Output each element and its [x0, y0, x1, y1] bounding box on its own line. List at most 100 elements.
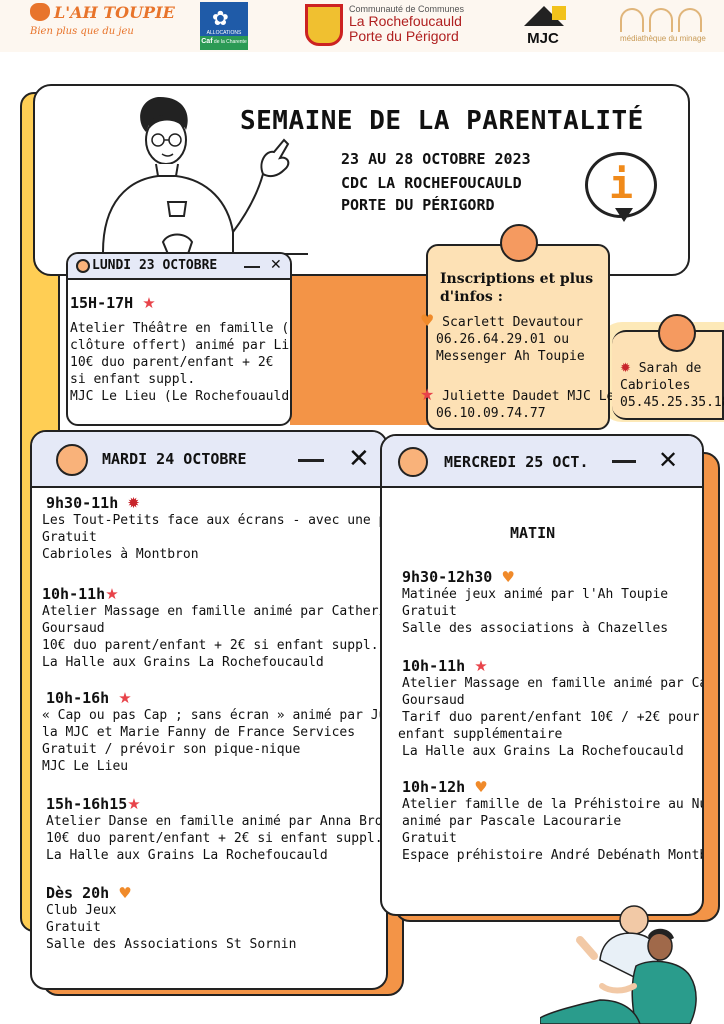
- heart-icon: ♥: [501, 568, 515, 586]
- mardi-title: MARDI 24 OCTOBRE: [102, 450, 247, 468]
- lundi-line3: 10€ duo parent/enfant + 2€: [70, 355, 274, 370]
- mercredi-subtitle: MATIN: [510, 524, 556, 542]
- mercredi-event2-line4: enfant supplémentaire: [398, 727, 563, 742]
- mardi-event2-line4: La Halle aux Grains La Rochefoucauld: [42, 655, 324, 670]
- mardi-event2-line1: Atelier Massage en famille animé par Cat…: [42, 604, 388, 619]
- mardi-event3-line4: MJC Le Lieu: [42, 759, 129, 774]
- lundi-title: LUNDI 23 OCTOBRE: [92, 258, 218, 273]
- star-icon: ★: [420, 385, 435, 404]
- ah-toupie-tagline: Bien plus que du jeu: [30, 26, 134, 37]
- mercredi-event3-line1: Atelier famille de la Préhistoire au Num…: [402, 797, 702, 812]
- mjc-label: MJC: [527, 30, 559, 47]
- caf-line3: de la Charente: [213, 39, 247, 45]
- mercredi-event1-line1: Matinée jeux animé par l'Ah Toupie: [402, 587, 669, 602]
- contact2-line1: Juliette Daudet MJC Le Lieu: [442, 389, 654, 404]
- lundi-line4: si enfant suppl.: [70, 372, 196, 387]
- pin-decoration: [658, 314, 696, 352]
- mardi-event5-line2: Gratuit: [46, 920, 101, 935]
- cdc-shield-icon: [305, 4, 343, 46]
- close-icon[interactable]: ✕: [658, 446, 679, 474]
- star-icon: ★: [118, 689, 132, 707]
- mardi-event4-line3: La Halle aux Grains La Rochefoucauld: [46, 848, 328, 863]
- mardi-event4-line2: 10€ duo parent/enfant + 2€ si enfant sup…: [46, 831, 383, 846]
- event-dates: 23 AU 28 OCTOBRE 2023: [341, 150, 531, 168]
- mercredi-event3-line3: Gratuit: [402, 831, 457, 846]
- event-place-line1: CDC LA ROCHEFOUCAULD: [341, 174, 522, 192]
- star-icon: ★: [127, 795, 141, 813]
- mardi-event2-line2: Goursaud: [42, 621, 105, 636]
- mardi-event2-time: 10h-11h★: [42, 585, 119, 603]
- pin-decoration: [500, 224, 538, 262]
- mardi-event1-line3: Cabrioles à Montbron: [42, 547, 199, 562]
- orange-block: [290, 270, 440, 425]
- burst-icon: ✹: [620, 361, 631, 376]
- mardi-card: MARDI 24 OCTOBRE ✕ 9h30-11h ✹ Les Tout-P…: [30, 430, 388, 990]
- ah-toupie-logo: L'AH TOUPIE Bien plus que du jeu: [30, 3, 175, 37]
- minimize-icon[interactable]: [244, 266, 260, 268]
- heart-icon: ♥: [118, 884, 132, 902]
- lundi-line5: MJC Le Lieu (Le Rochefouauld): [70, 389, 292, 404]
- ah-toupie-name: L'AH TOUPIE: [54, 3, 175, 22]
- contact3-line3: 05.45.25.35.18: [620, 395, 724, 410]
- star-icon: ★: [105, 585, 119, 603]
- mardi-event4-line1: Atelier Danse en famille animé par Anna …: [46, 814, 388, 829]
- mediatheque-label: médiathèque du minage: [620, 34, 706, 43]
- mercredi-title: MERCREDI 25 OCT.: [444, 453, 589, 471]
- mardi-event3-line3: Gratuit / prévoir son pique-nique: [42, 742, 301, 757]
- inscriptions-note: Inscriptions et plus d'infos : ♥ Scarlet…: [420, 244, 654, 430]
- mardi-event3-line1: « Cap ou pas Cap ; sans écran » animé pa…: [42, 708, 386, 723]
- sun-square-icon: [552, 6, 566, 20]
- caf-line2: Caf: [201, 38, 213, 45]
- mercredi-card: MERCREDI 25 OCT. ✕ MATIN 9h30-12h30 ♥ Ma…: [380, 434, 704, 916]
- lundi-line2: clôture offert) animé par Lili Lehoux: [70, 338, 290, 353]
- minimize-icon[interactable]: [298, 459, 324, 462]
- caf-logo: ✿ ALLOCATIONS FAMILIALES Caf de la Chare…: [200, 2, 248, 50]
- close-icon[interactable]: ✕: [270, 257, 282, 273]
- window-circle-icon: [56, 444, 88, 476]
- man-pointing-illustration: [88, 96, 308, 255]
- mardi-event5-line1: Club Jeux: [46, 903, 117, 918]
- mardi-event2-line3: 10€ duo parent/enfant + 2€ si enfant sup…: [42, 638, 379, 653]
- mercredi-event3-line2: animé par Pascale Lacourarie: [402, 814, 622, 829]
- minimize-icon[interactable]: [612, 460, 636, 463]
- mardi-event3-time: 10h-16h ★: [46, 689, 132, 707]
- window-circle-icon: [76, 259, 90, 273]
- burst-icon: ✹: [127, 494, 140, 512]
- window-circle-icon: [398, 447, 428, 477]
- mardi-card-header: MARDI 24 OCTOBRE ✕: [32, 432, 386, 488]
- parent-baby-illustration: [540, 905, 697, 1024]
- contact1-line2: 06.26.64.29.01 ou: [436, 332, 570, 347]
- mediatheque-logo: médiathèque du minage: [620, 8, 720, 43]
- event-place-line2: PORTE DU PÉRIGORD: [341, 196, 495, 214]
- cdc-line1: La Rochefoucauld: [349, 13, 462, 29]
- contact1-line3: Messenger Ah Toupie: [436, 349, 585, 364]
- inscriptions-title-1: Inscriptions et plus: [440, 271, 594, 287]
- mardi-event1-line1: Les Tout-Petits face aux écrans - avec u…: [42, 513, 386, 528]
- cdc-line2: Porte du Périgord: [349, 28, 459, 44]
- mardi-event4-time: 15h-16h15★: [46, 795, 141, 813]
- logo-strip: L'AH TOUPIE Bien plus que du jeu ✿ ALLOC…: [0, 0, 724, 52]
- close-icon[interactable]: ✕: [348, 444, 370, 474]
- mercredi-event2-line5: La Halle aux Grains La Rochefoucauld: [402, 744, 684, 759]
- mercredi-event1-line2: Gratuit: [402, 604, 457, 619]
- inscriptions-title-2: d'infos :: [440, 289, 503, 305]
- lundi-line1: Atelier Théâtre en famille (pot de: [70, 321, 290, 336]
- info-icon: i: [585, 152, 657, 218]
- caf-family-icon: ✿: [212, 8, 229, 30]
- star-icon: ★: [474, 657, 488, 675]
- cdc-small-label: Communauté de Communes: [349, 4, 465, 14]
- mercredi-event3-time: 10h-12h ♥: [402, 778, 488, 796]
- mercredi-card-header: MERCREDI 25 OCT. ✕: [382, 436, 702, 488]
- heart-icon: ♥: [474, 778, 488, 796]
- contact2-line2: 06.10.09.74.77: [436, 406, 546, 421]
- mardi-event5-line3: Salle des Associations St Sornin: [46, 937, 297, 952]
- caf-band: Caf de la Charente: [200, 36, 248, 50]
- spinning-top-icon: [30, 3, 50, 21]
- mercredi-event1-line3: Salle des associations à Chazelles: [402, 621, 669, 636]
- mercredi-event2-time: 10h-11h ★: [402, 657, 488, 675]
- mercredi-event3-line4: Espace préhistoire André Debénath Montbr…: [402, 848, 704, 863]
- lundi-card-header: LUNDI 23 OCTOBRE ✕: [68, 254, 290, 280]
- info-bubble-tail: [615, 208, 633, 222]
- heart-icon: ♥: [420, 311, 435, 330]
- contact3-line2: Cabrioles: [620, 378, 691, 393]
